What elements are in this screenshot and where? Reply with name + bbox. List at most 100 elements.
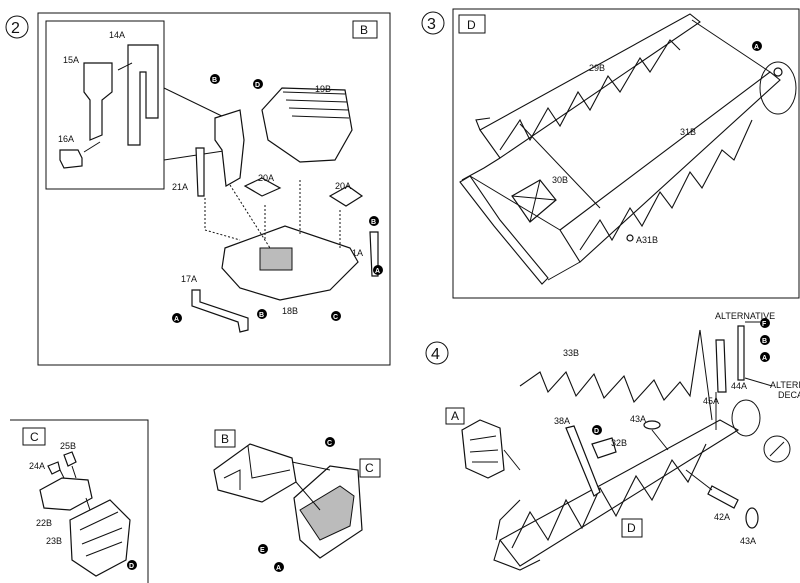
label-altern: ALTERN: [770, 380, 800, 390]
inset-callout-line: [163, 87, 231, 121]
step-2-frame: [37, 12, 391, 366]
step-4-box-a: [445, 407, 465, 425]
label-29b: 29B: [589, 63, 605, 73]
label-45a: 45A: [703, 396, 719, 406]
label-44a: 44A: [731, 381, 747, 391]
svg-text:A: A: [375, 268, 380, 275]
svg-text:B: B: [259, 312, 264, 319]
part-22b: [39, 477, 93, 511]
part-42a: [707, 485, 739, 509]
part-31b-bracing: [579, 119, 753, 251]
nose-fitting: [773, 67, 783, 77]
bullet-a-bc: A: [274, 562, 284, 572]
bullet-a-1: A: [373, 265, 383, 275]
part-19b-seat: [261, 87, 353, 163]
subassembly-c-panel: C 25B 24A 22B 23B D: [10, 419, 149, 583]
part-38a-strut: [565, 425, 601, 497]
placement-guides: [204, 180, 341, 250]
part-15a-shape: [83, 62, 113, 141]
label-30b: 30B: [552, 175, 568, 185]
svg-text:D: D: [129, 563, 134, 570]
svg-text:A: A: [276, 565, 281, 572]
part-16a-shape: [59, 149, 83, 169]
engine-detail: [469, 435, 499, 463]
part-30b-cross: [511, 179, 557, 223]
step-4-box-d-letter: D: [627, 521, 636, 535]
svg-text:D: D: [255, 82, 260, 89]
engine-subassembly: [461, 419, 505, 479]
label-20a-right: 20A: [335, 181, 351, 191]
part-44a: [737, 325, 745, 381]
bullet-b-2: B: [369, 216, 379, 226]
alignment-lines: [469, 19, 771, 281]
label-32b: 32B: [611, 438, 627, 448]
part-45a: [715, 339, 727, 393]
step-4-number: 4: [431, 346, 440, 363]
part-29b-truss: [479, 13, 701, 159]
fuselage-bracing: [511, 443, 707, 549]
part-21a-left: [195, 147, 205, 197]
part-23b-cockpit: [69, 499, 131, 577]
step-4-box-a-letter: A: [451, 409, 459, 423]
bullet-b-1: B: [210, 74, 220, 84]
part-43a-disc-lower: [745, 507, 759, 529]
part-21a-right: [369, 231, 379, 277]
part-20a-left: [243, 177, 282, 197]
svg-text:B: B: [212, 77, 217, 84]
propeller-blade: [769, 441, 785, 457]
label-25b: 25B: [60, 441, 76, 451]
subassembly-c-letter: C: [30, 430, 39, 444]
alt-pointer: [744, 377, 773, 387]
part-20a-right: [328, 185, 364, 207]
bullet-f: F: [760, 318, 770, 328]
floor-assembly-detail: [223, 445, 291, 490]
bullet-a-2: A: [172, 313, 182, 323]
label-alternative: ALTERNATIVE: [715, 311, 775, 321]
step-2-circle: [5, 15, 29, 39]
label-31b: 31B: [680, 127, 696, 137]
label-decal: DECAL: [778, 390, 800, 400]
part-14a-shape: [127, 44, 159, 146]
cabinet-assembly: [214, 109, 245, 187]
bullet-a-step4: A: [760, 352, 770, 362]
bullet-d-step4: D: [592, 425, 602, 435]
step-3-circle: [421, 11, 445, 35]
rail-end-brackets: [461, 117, 501, 181]
propeller-detail-circle: [763, 435, 791, 463]
label-21a-left: 21A: [172, 182, 188, 192]
part-30b: [511, 179, 557, 223]
step-2-panel: 2 B 14A 15A 16A 19B 20A 20A 21A 21A: [5, 12, 391, 366]
subassembly-c2-box: [359, 458, 381, 478]
fuselage-rear-legs: [493, 499, 541, 571]
step-2-number: 2: [11, 20, 20, 37]
part-32b: [591, 437, 617, 459]
label-23b: 23B: [46, 536, 62, 546]
subassembly-b-box: [214, 429, 236, 448]
label-42a: 42A: [714, 512, 730, 522]
seat-cushion-lines: [282, 91, 350, 119]
step-2-subassembly-box: [352, 20, 378, 39]
floor-assembly: [213, 443, 297, 503]
step-2-subassembly-letter: B: [360, 23, 368, 37]
part-24a: [47, 461, 61, 475]
assembly-guides: [291, 461, 331, 511]
label-18b: 18B: [282, 306, 298, 316]
step-4-leaders: [503, 329, 717, 491]
subassembly-c-box: [22, 427, 46, 446]
svg-text:F: F: [762, 321, 767, 328]
svg-text:A: A: [174, 316, 179, 323]
inset-detail-frame: [45, 20, 165, 190]
bullet-d-1: D: [253, 79, 263, 89]
svg-text:C: C: [327, 440, 332, 447]
label-15a: 15A: [63, 55, 79, 65]
label-a31b: A31B: [636, 235, 658, 245]
svg-text:E: E: [260, 547, 265, 554]
fit-arrow: [83, 141, 101, 153]
subassembly-bc-panel: B C C E A: [213, 429, 381, 572]
fuselage-truss: [499, 419, 740, 567]
step-3-subassembly-letter: D: [467, 18, 476, 32]
svg-text:C: C: [333, 314, 338, 321]
label-43a-bottom: 43A: [740, 536, 756, 546]
bullet-d-c: D: [127, 560, 137, 570]
